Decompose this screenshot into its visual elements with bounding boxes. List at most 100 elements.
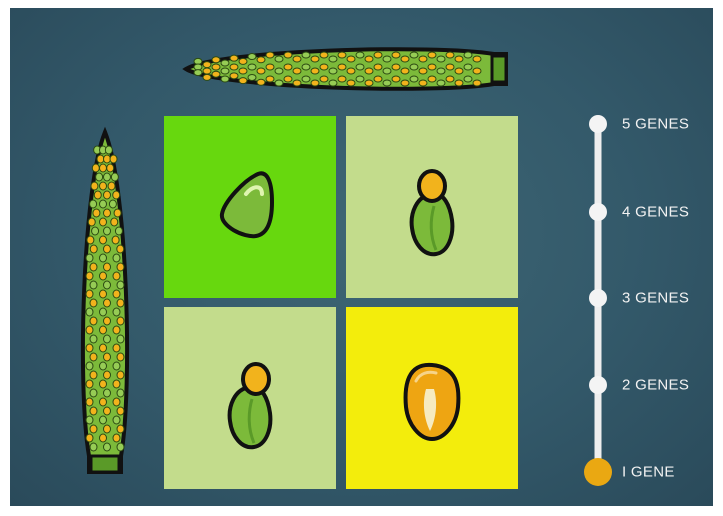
cob-kernel — [401, 56, 409, 62]
cob-kernel — [419, 68, 427, 74]
cob-kernel — [113, 344, 120, 352]
cob-kernel — [383, 80, 391, 86]
cob-kernel — [117, 317, 124, 325]
cob-kernel — [111, 173, 118, 181]
cob-kernel — [104, 281, 111, 289]
cob-kernel — [117, 443, 124, 451]
cob-kernel — [104, 245, 111, 253]
cob-kernel — [104, 155, 111, 163]
punnett-cell-mixed-bottom — [164, 307, 336, 489]
cob-kernel — [230, 55, 238, 61]
cob-kernel — [100, 164, 107, 172]
cob-kernel — [86, 380, 93, 388]
cob-kernel — [96, 173, 103, 181]
cob-kernel — [115, 227, 122, 235]
cob-kernel — [212, 71, 220, 77]
cob-kernel — [311, 68, 319, 74]
cob-kernel — [410, 64, 418, 70]
cob-kernel — [113, 254, 120, 262]
cob-kernel — [104, 227, 111, 235]
cob-kernel — [284, 64, 292, 70]
cob-kernel — [104, 407, 111, 415]
cob-kernel — [221, 60, 229, 66]
cob-kernel — [100, 434, 107, 442]
cob-kernel — [86, 416, 93, 424]
cob-kernel — [90, 335, 97, 343]
cob-kernel — [239, 78, 247, 84]
scale-label-4-genes: 4 GENES — [622, 204, 689, 221]
cob-kernel — [113, 272, 120, 280]
cob-kernel — [221, 68, 229, 74]
cob-kernel — [104, 263, 111, 271]
cob-kernel — [88, 218, 95, 226]
scale-stop-5-genes[interactable] — [589, 115, 607, 133]
cob-kernel — [100, 344, 107, 352]
cob-kernel — [203, 74, 211, 80]
cob-kernel — [356, 64, 364, 70]
cob-kernel — [104, 173, 111, 181]
cob-kernel — [293, 56, 301, 62]
cob-kernel — [212, 57, 220, 63]
cob-kernel — [86, 362, 93, 370]
cob-kernel — [266, 64, 274, 70]
cob-kernel — [90, 353, 97, 361]
cob-kernel — [419, 80, 427, 86]
cob-kernel — [464, 76, 472, 82]
cob-kernel — [275, 80, 283, 86]
cob-kernel — [117, 263, 124, 271]
cob-kernel — [428, 52, 436, 58]
cob-kernel — [111, 218, 118, 226]
cob-kernel — [473, 68, 481, 74]
cob-kernel — [437, 68, 445, 74]
cob-kernel — [203, 62, 211, 68]
cob-kernel — [338, 64, 346, 70]
cob-kernel — [428, 76, 436, 82]
cob-kernel — [90, 371, 97, 379]
cob-kernel — [329, 80, 337, 86]
cob-kernel — [105, 146, 112, 154]
cob-kernel — [446, 64, 454, 70]
cob-kernel — [91, 182, 98, 190]
cob-kernel — [347, 56, 355, 62]
cob-kernel — [90, 245, 97, 253]
cob-kernel — [100, 398, 107, 406]
cob-kernel — [311, 80, 319, 86]
punnett-cell-mixed-top — [346, 116, 518, 298]
cob-kernel — [108, 182, 115, 190]
cob-kernel — [86, 290, 93, 298]
cob-kernel — [356, 52, 364, 58]
cob-kernel — [230, 73, 238, 79]
cob-kernel — [194, 70, 202, 76]
cob-kernel — [455, 56, 463, 62]
cob-kernel — [109, 200, 116, 208]
cob-kernel — [100, 272, 107, 280]
cob-kernel — [100, 290, 107, 298]
gene-count-scale: 5 GENES 4 GENES 3 GENES 2 GENES I GENE — [570, 108, 713, 498]
cob-kernel — [100, 218, 107, 226]
cob-kernel — [117, 299, 124, 307]
cob-kernel — [383, 56, 391, 62]
cob-kernel — [114, 209, 121, 217]
cob-kernel — [446, 76, 454, 82]
cob-kernel — [100, 380, 107, 388]
cob-kernel — [266, 52, 274, 58]
cob-kernel — [275, 56, 283, 62]
scale-stop-2-genes[interactable] — [589, 376, 607, 394]
cob-kernel — [302, 64, 310, 70]
cob-kernel — [113, 290, 120, 298]
cob-kernel — [239, 68, 247, 74]
cob-kernel — [90, 317, 97, 325]
scale-stop-4-genes[interactable] — [589, 203, 607, 221]
cob-kernel — [293, 68, 301, 74]
cob-kernel — [374, 64, 382, 70]
scale-label-1-gene: I GENE — [622, 464, 675, 481]
scale-knob-1-gene[interactable] — [584, 458, 612, 486]
cob-kernel — [100, 308, 107, 316]
cob-kernel — [87, 236, 94, 244]
cob-kernel — [284, 52, 292, 58]
cob-kernel — [117, 335, 124, 343]
cob-kernel — [455, 68, 463, 74]
punnett-cell-dominant — [164, 116, 336, 298]
scale-stop-3-genes[interactable] — [589, 289, 607, 307]
cob-kernel — [257, 68, 265, 74]
